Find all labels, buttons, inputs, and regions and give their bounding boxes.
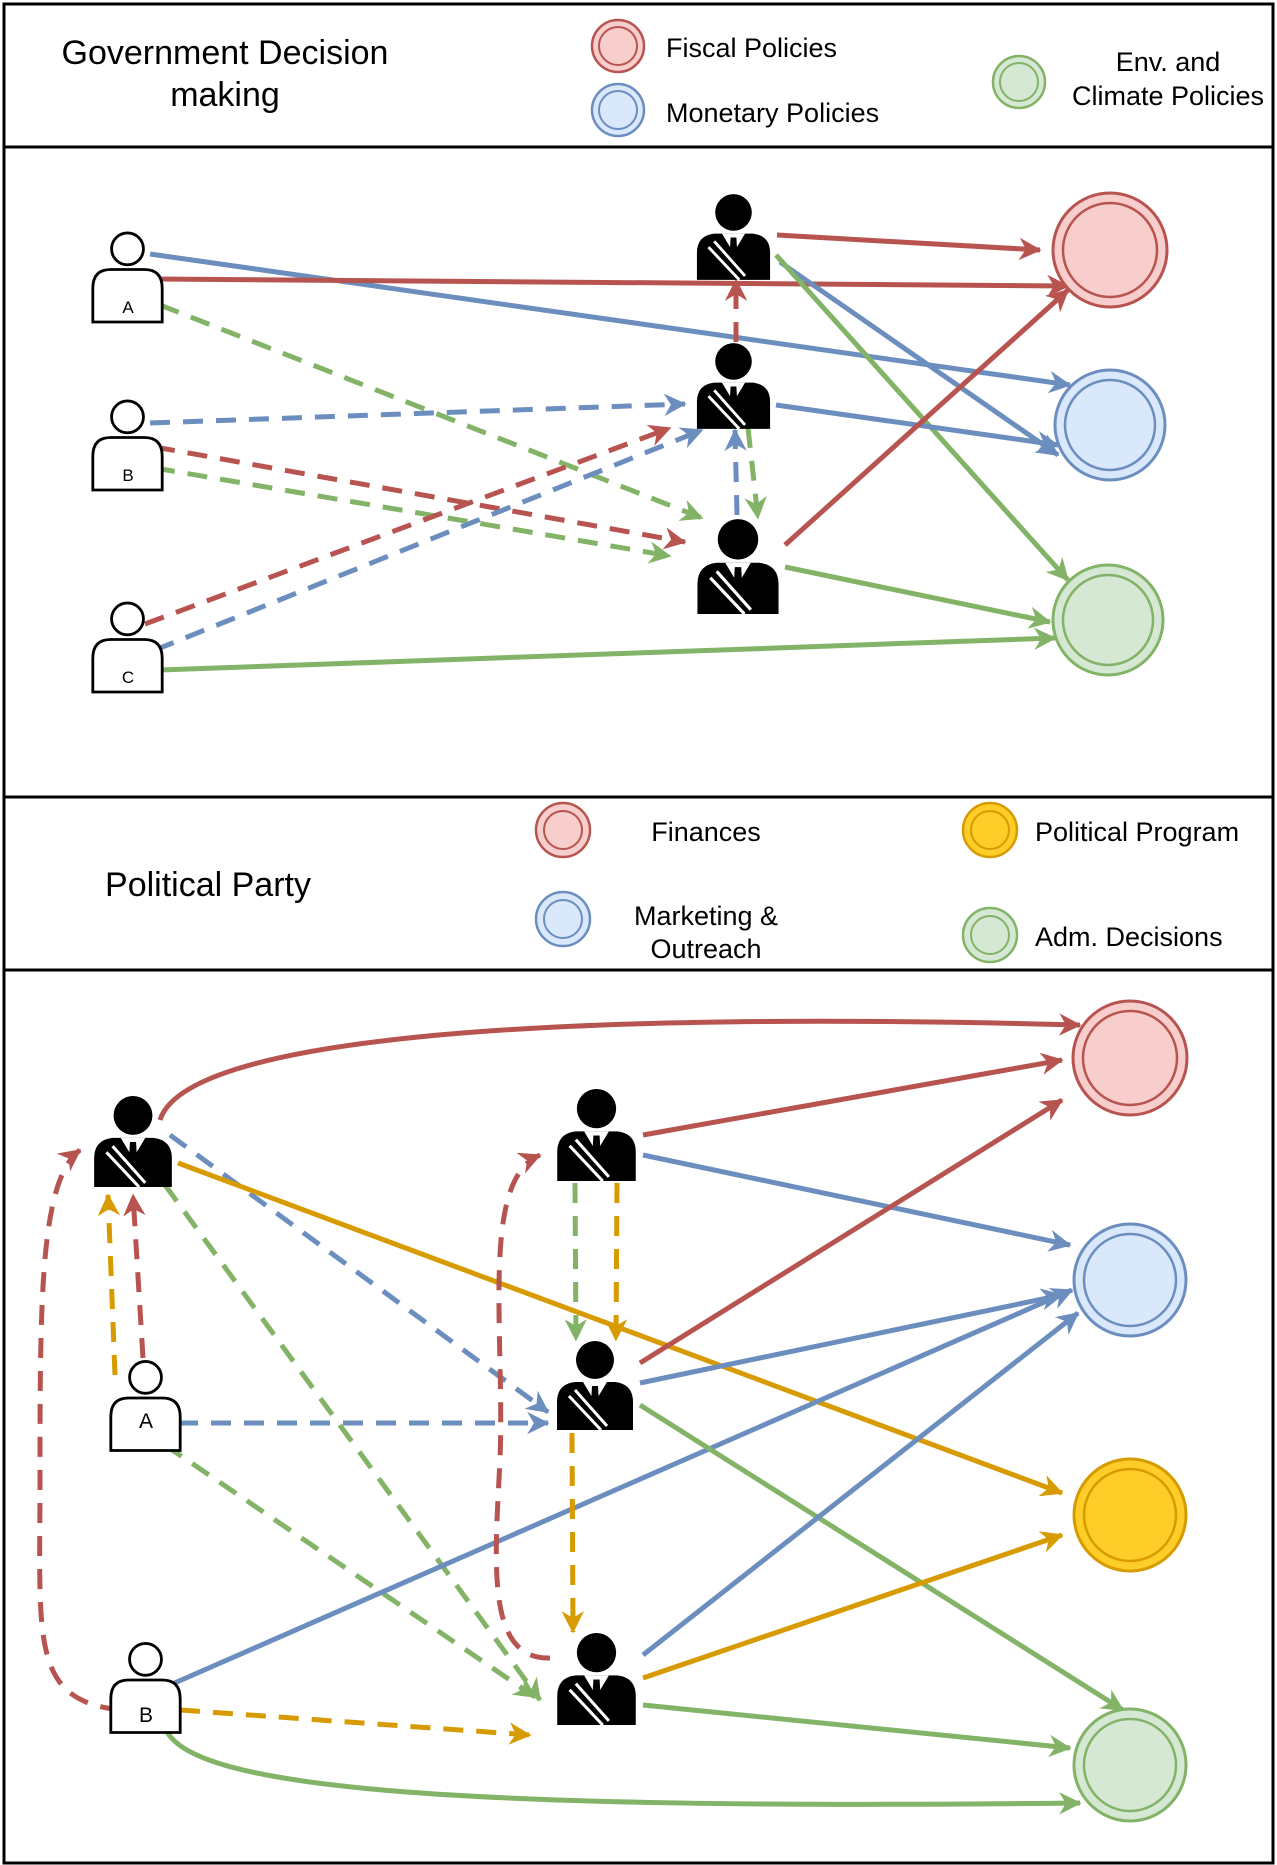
monetary-legend-label: Monetary Policies [666, 98, 879, 128]
env-legend-label-line2: Climate Policies [1072, 81, 1264, 111]
party-person-b-label: B [139, 1704, 153, 1727]
member-3-icon [555, 1632, 638, 1725]
official-3-icon [695, 518, 781, 614]
fiscal-policy-icon [1051, 191, 1169, 309]
party-person-a-label: A [139, 1410, 153, 1433]
env-legend-label-line1: Env. and [1116, 47, 1221, 77]
fiscal-legend-label: Fiscal Policies [666, 33, 837, 63]
edge-member1-member2-green [564, 1182, 587, 1342]
legend-monetary: Monetary Policies [590, 82, 879, 138]
adm-legend-label: Adm. Decisions [1035, 922, 1223, 952]
edge-member2-finances [638, 1097, 1064, 1366]
legend-fiscal: Fiscal Policies [590, 18, 837, 74]
government-section: Government Decision making Fiscal Polici… [2, 2, 1275, 799]
party-nodes: A B [92, 999, 1189, 1823]
government-nodes: A B C [91, 191, 1169, 694]
legend-finances: Finances [534, 801, 761, 859]
edge-member1-marketing [642, 1152, 1072, 1252]
edge-member3-adm [642, 1702, 1072, 1758]
edge-b-official2 [149, 393, 687, 426]
edge-member2-member3 [561, 1432, 585, 1634]
edge-a-member3 [163, 1442, 537, 1700]
marketing-node-icon [1072, 1222, 1188, 1338]
edge-member1-member2-orange [604, 1182, 628, 1342]
env-policy-icon [1051, 563, 1165, 677]
person-a-label: A [122, 298, 134, 317]
edge-official3-env [784, 564, 1052, 629]
edge-member3-member1 [493, 1152, 551, 1661]
government-edges [144, 232, 1072, 673]
program-legend-label: Political Program [1035, 817, 1239, 847]
edge-leader-program [177, 1160, 1064, 1497]
member-1-icon [555, 1088, 638, 1181]
edge-b-marketing [168, 1287, 1074, 1688]
edge-member2-marketing [639, 1288, 1064, 1386]
marketing-node [1072, 1222, 1188, 1338]
legend-env: Env. and Climate Policies [991, 47, 1264, 111]
edge-leader-finances [157, 1013, 1082, 1121]
legend-adm: Adm. Decisions [961, 906, 1223, 964]
edge-official3-fiscal [783, 288, 1070, 547]
party-leader-icon [92, 1095, 174, 1187]
edge-c-official2 [144, 424, 672, 627]
env-policy-node [1051, 563, 1165, 677]
edge-official1-monetary [778, 259, 1060, 458]
marketing-legend-label-line2: Outreach [650, 934, 761, 964]
edge-member3-program [642, 1531, 1064, 1681]
official-1-icon [695, 193, 772, 280]
edge-b-official3-green [154, 465, 672, 564]
edge-b-adm [162, 1726, 1082, 1815]
program-node-icon [1072, 1457, 1188, 1573]
person-b-label: B [122, 466, 133, 485]
edge-a-leader-orange [97, 1193, 121, 1376]
marketing-legend-label-line1: Marketing & [634, 901, 778, 931]
member-2-icon [555, 1340, 635, 1430]
legend-program: Political Program [961, 801, 1239, 859]
finances-node [1071, 999, 1189, 1117]
program-node [1072, 1457, 1188, 1573]
edge-b-leader [37, 1148, 121, 1713]
adm-node [1072, 1707, 1188, 1823]
edge-member2-adm [638, 1402, 1125, 1713]
legend-marketing: Marketing & Outreach [534, 890, 778, 964]
adm-node-icon [1072, 1707, 1188, 1823]
edge-b-official3 [154, 444, 687, 550]
finances-node-icon [1071, 999, 1189, 1117]
person-c-label: C [122, 668, 134, 687]
edge-a-leader-red [123, 1193, 146, 1359]
edge-c-env [159, 627, 1057, 673]
edge-leader-member3 [162, 1183, 543, 1702]
edge-official2-official3 [744, 427, 767, 520]
edge-official1-env [774, 253, 1070, 582]
party-section: Political Party Finances Marketing & Out… [2, 795, 1275, 1865]
government-title-line1: Government Decision [62, 34, 389, 72]
government-title-line2: making [170, 76, 280, 114]
edge-member3-marketing [641, 1311, 1080, 1657]
edge-official1-fiscal [776, 232, 1042, 261]
party-title: Political Party [105, 866, 311, 904]
monetary-policy-icon [1053, 368, 1167, 482]
fiscal-policy-node [1051, 191, 1169, 309]
party-person-a-icon [109, 1360, 182, 1452]
edge-a-monetary [149, 251, 1072, 394]
official-2-icon [695, 342, 772, 429]
party-body-frame [2, 968, 1275, 1865]
edge-member1-finances [642, 1052, 1064, 1138]
edge-a-fiscal [154, 274, 1070, 298]
edge-b-member3 [179, 1707, 532, 1745]
monetary-policy-node [1053, 368, 1167, 482]
finances-legend-label: Finances [651, 817, 761, 847]
party-edges [37, 1013, 1125, 1815]
edge-official3-official2 [724, 428, 747, 516]
